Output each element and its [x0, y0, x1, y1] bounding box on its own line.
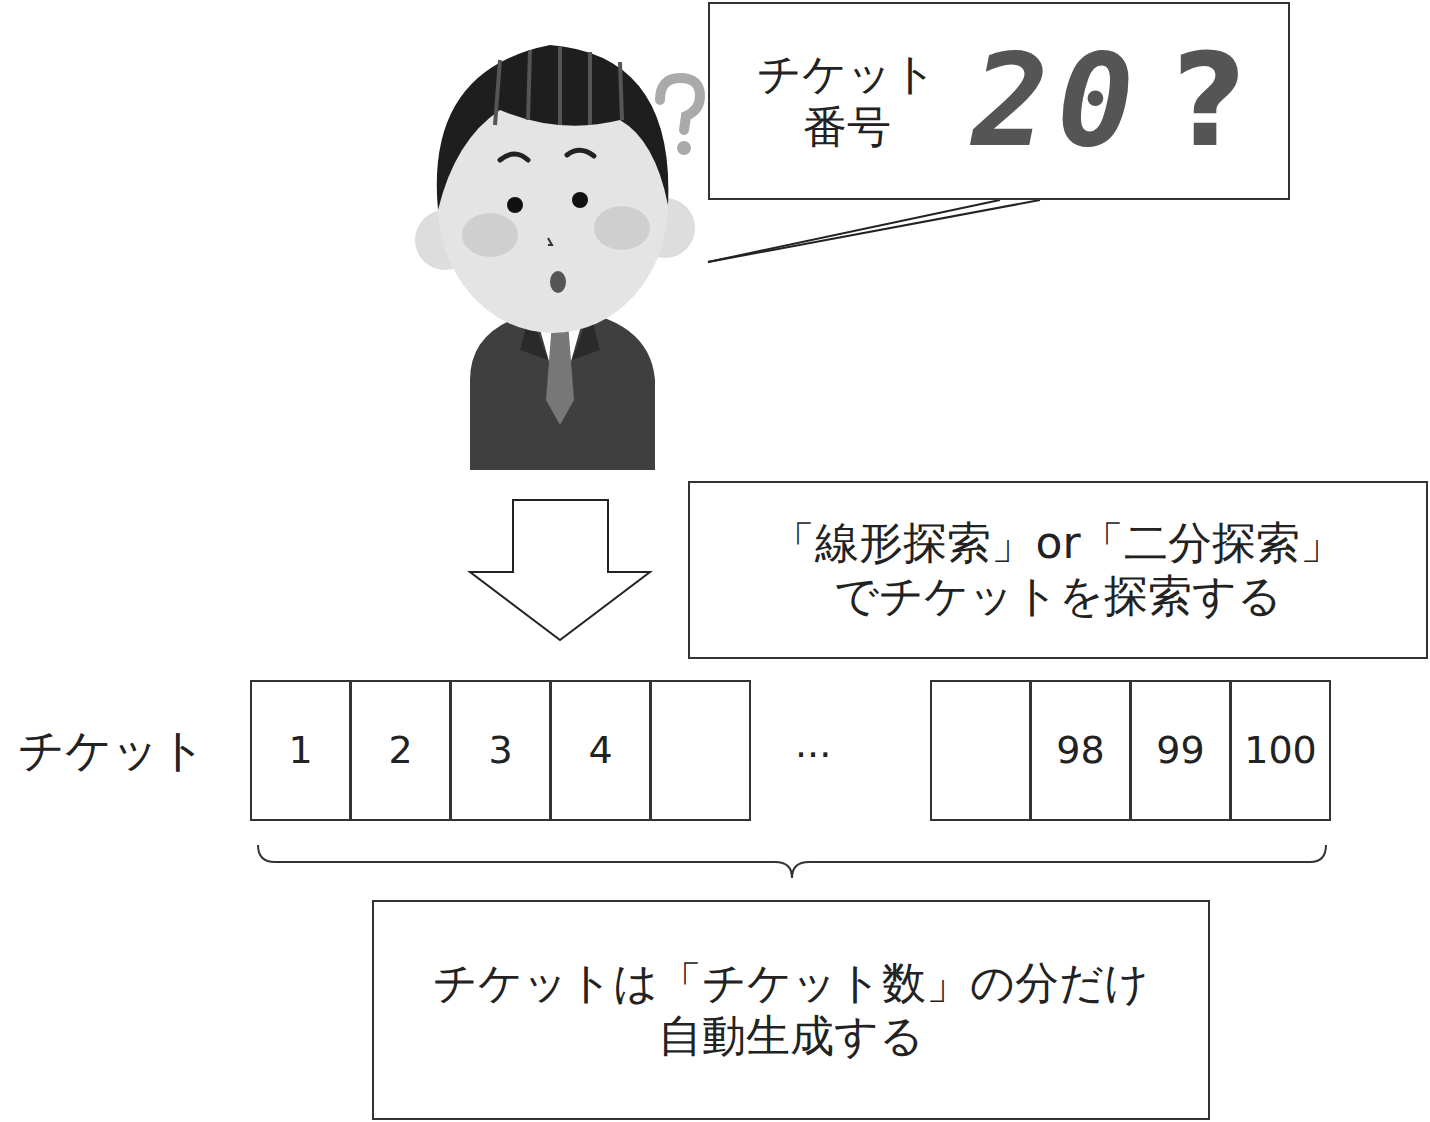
speech-callout: チケット 番号 20? — [708, 2, 1290, 200]
box-text: 100 — [1244, 728, 1317, 774]
empty-ticket-cell — [930, 680, 1031, 821]
note-box: チケットは「チケット数」の分だけ 自動生成する — [372, 900, 1210, 1120]
ticket-cell: 4 — [550, 680, 651, 821]
down-arrow — [470, 500, 650, 640]
box-text: 3 — [488, 728, 512, 774]
ticket-cell: 100 — [1230, 680, 1331, 821]
method-box: 「線形探索」or「二分探索」 でチケットを探索する — [688, 481, 1428, 659]
box-text: 1 — [288, 728, 312, 774]
bubble-tail — [708, 200, 1040, 262]
question-mark: ? — [1172, 37, 1246, 165]
ellipsis: ... — [795, 722, 831, 766]
ticket-cell: 1 — [250, 680, 351, 821]
ticket-cell: 99 — [1130, 680, 1231, 821]
box-text: 4 — [588, 728, 612, 774]
bubble-tail — [708, 200, 1000, 262]
brace — [258, 845, 1326, 878]
box-text: 「線形探索」or「二分探索」 でチケットを探索する — [728, 517, 1388, 623]
ticket-cell: 3 — [450, 680, 551, 821]
box-text: 99 — [1156, 728, 1204, 774]
ticket-cell: 2 — [350, 680, 451, 821]
ticket-cell: 98 — [1030, 680, 1131, 821]
row-label: チケット — [18, 720, 206, 782]
box-text: 98 — [1056, 728, 1104, 774]
empty-ticket-cell — [650, 680, 751, 821]
person-illustration — [415, 45, 700, 470]
callout-text: チケット 番号 — [752, 48, 942, 154]
box-text: チケットは「チケット数」の分だけ 自動生成する — [396, 957, 1186, 1063]
ticket-number: 20 — [972, 37, 1142, 165]
box-text: 2 — [388, 728, 412, 774]
